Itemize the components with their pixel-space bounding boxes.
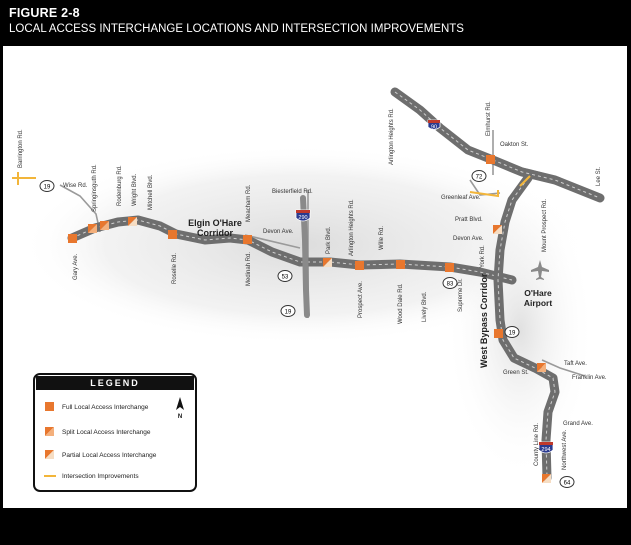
figure-label: FIGURE 2-8 xyxy=(9,6,80,20)
airport-label-line1: O'Hare xyxy=(524,288,552,298)
street-wright: Wright Blvd. xyxy=(132,173,138,206)
street-rodenburg: Rodenburg Rd. xyxy=(117,165,123,206)
street-wise: Wise Rd. xyxy=(63,183,88,189)
street-county-line: County Line Rd. xyxy=(534,423,540,466)
street-grand: Grand Ave. xyxy=(563,421,593,427)
svg-text:290: 290 xyxy=(298,215,307,221)
svg-text:Split Local Access Interchange: Split Local Access Interchange xyxy=(62,429,151,436)
street-supreme: Supreme Dr. xyxy=(458,278,464,312)
street-mount-prospect: Mount Prospect Rd. xyxy=(542,199,548,252)
street-devon-west: Devon Ave. xyxy=(263,229,294,235)
street-gary: Gary Ave. xyxy=(73,253,79,280)
legend-box xyxy=(33,373,197,492)
legend-item-intersection: Intersection Improvements xyxy=(44,473,139,480)
svg-text:19: 19 xyxy=(44,185,51,191)
svg-text:19: 19 xyxy=(285,310,292,316)
street-arlington-south: Arlington Heights Rd. xyxy=(349,199,355,256)
street-wille: Wille Rd. xyxy=(379,226,385,250)
il19-south-shield: 19 xyxy=(280,305,296,317)
interchange-gary xyxy=(68,234,77,243)
interchange-il19 xyxy=(494,329,503,338)
street-roselle: Roselle Rd. xyxy=(172,253,178,284)
svg-text:Partial Local Access Interchan: Partial Local Access Interchange xyxy=(62,452,157,459)
il64-shield: 64 xyxy=(559,476,575,488)
i90-shield: 90 xyxy=(427,119,441,131)
figure-footer xyxy=(0,508,631,545)
interchange-elmhurst xyxy=(486,155,495,164)
legend-item-full: Full Local Access Interchange xyxy=(45,402,149,411)
street-pratt: Pratt Blvd. xyxy=(455,217,483,223)
interchange-supreme xyxy=(445,263,454,272)
west-bypass-highway xyxy=(493,173,560,483)
il72-shield: 72 xyxy=(471,170,487,182)
street-wood-dale: Wood Dale Rd. xyxy=(398,283,404,324)
svg-text:83: 83 xyxy=(447,282,454,288)
interchange-arlington-heights xyxy=(355,261,364,270)
elgin-ohare-label-line2: Corridor xyxy=(197,228,233,238)
street-biesterfield: Biesterfield Rd. xyxy=(272,189,313,195)
interchange-roselle xyxy=(168,230,177,239)
street-greenleaf: Greenleaf Ave. xyxy=(441,195,481,201)
street-elmhurst: Elmhurst Rd. xyxy=(486,101,492,136)
street-devon-east: Devon Ave. xyxy=(453,236,484,242)
north-arrow-icon: N xyxy=(176,397,184,420)
intersection-improvements xyxy=(12,172,531,198)
west-bypass-label: West Bypass Corridor xyxy=(479,273,489,368)
elgin-ohare-label-line1: Elgin O'Hare xyxy=(188,218,242,228)
svg-text:64: 64 xyxy=(564,481,571,487)
airport-label-line2: Airport xyxy=(524,298,553,308)
street-lively: Lively Blvd. xyxy=(422,291,428,322)
street-meacham: Meacham Rd. xyxy=(246,184,252,222)
street-taft: Taft Ave. xyxy=(564,361,587,367)
street-prospect: Prospect Ave. xyxy=(358,281,364,318)
il19-east-shield: 19 xyxy=(504,326,520,338)
street-labels: Barrington Rd. Wise Rd. Springinsguth Rd… xyxy=(18,101,607,470)
legend-item-split: Split Local Access Interchange xyxy=(45,427,151,436)
street-barrington: Barrington Rd. xyxy=(18,129,24,168)
svg-text:19: 19 xyxy=(509,331,516,337)
svg-text:53: 53 xyxy=(282,275,289,281)
street-franklin: Franklin Ave. xyxy=(572,375,607,381)
figure-title: LOCAL ACCESS INTERCHANGE LOCATIONS AND I… xyxy=(9,23,464,35)
corridor-labels: Elgin O'Hare Corridor West Bypass Corrid… xyxy=(188,218,552,368)
map-canvas: 19 53 19 83 72 xyxy=(12,87,607,492)
street-arlington-north: Arlington Heights Rd. xyxy=(389,108,395,165)
i90-tollway xyxy=(390,87,605,203)
figure-header: FIGURE 2-8 LOCAL ACCESS INTERCHANGE LOCA… xyxy=(0,0,631,46)
interchange-wood-dale xyxy=(396,260,405,269)
airplane-icon xyxy=(531,260,549,280)
street-york: York Rd. xyxy=(480,245,486,268)
study-area-shading-east xyxy=(445,180,595,480)
street-northwest: Northwest Ave. xyxy=(562,429,568,470)
il19-west-shield: 19 xyxy=(39,180,55,192)
svg-text:90: 90 xyxy=(431,125,437,131)
il53-shield: 53 xyxy=(277,270,293,282)
legend-title: LEGEND xyxy=(90,378,140,388)
street-park: Park Blvd. xyxy=(326,226,332,254)
street-lee: Lee St. xyxy=(596,167,602,186)
interchange-meacham xyxy=(243,235,252,244)
map-frame: 19 53 19 83 72 xyxy=(3,46,627,508)
street-mitchell: Mitchell Blvd. xyxy=(148,174,154,210)
study-area-shading xyxy=(20,145,580,345)
street-medinah: Medinah Rd. xyxy=(246,252,252,286)
street-green: Green St. xyxy=(503,370,529,376)
svg-text:Full Local Access Interchange: Full Local Access Interchange xyxy=(62,404,149,411)
svg-text:294: 294 xyxy=(541,447,550,453)
i294-shield: 294 xyxy=(538,441,554,454)
svg-text:Intersection Improvements: Intersection Improvements xyxy=(62,473,139,480)
legend-item-partial: Partial Local Access Interchange xyxy=(45,450,157,459)
svg-text:72: 72 xyxy=(476,175,483,181)
street-springinsguth: Springinsguth Rd. xyxy=(92,164,98,212)
street-oakton: Oakton St. xyxy=(500,142,529,148)
route-shields: 19 53 19 83 72 xyxy=(39,119,575,488)
i290-shield: 290 xyxy=(295,209,311,222)
svg-text:N: N xyxy=(178,414,182,420)
interchanges xyxy=(68,155,551,483)
legend: LEGEND Full Local Access Interchange Spl… xyxy=(33,373,197,492)
il83-shield: 83 xyxy=(442,277,458,289)
